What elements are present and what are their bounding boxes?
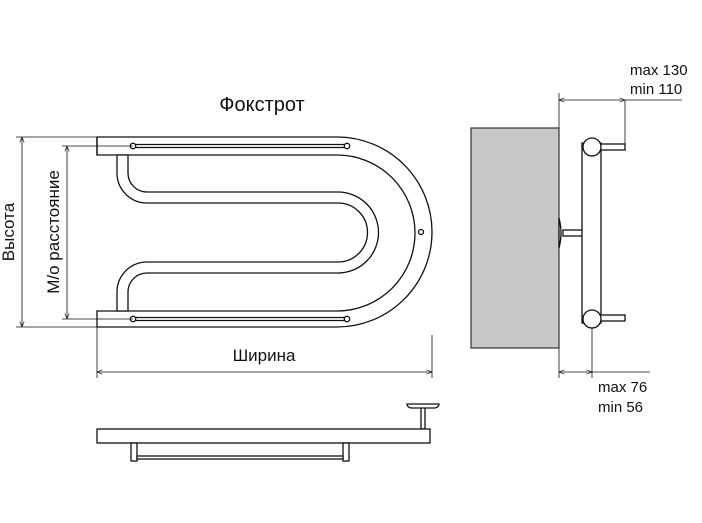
bottom-min-label: min 56 bbox=[598, 399, 643, 416]
center-distance-label: М/о расстояние bbox=[44, 170, 63, 294]
diagram-title: Фокстрот bbox=[219, 94, 304, 116]
height-label: Высота bbox=[0, 202, 18, 261]
flange bbox=[406, 403, 440, 409]
wall-mount bbox=[562, 229, 584, 237]
width-dimension: Ширина bbox=[96, 327, 433, 378]
side-view: max 130 min 110 max 76 min 56 bbox=[470, 62, 688, 416]
front-view bbox=[96, 136, 433, 328]
side-tube bbox=[581, 142, 602, 324]
top-view bbox=[96, 403, 440, 462]
top-view-body bbox=[96, 428, 431, 444]
wall bbox=[470, 127, 560, 349]
outer-u-tube bbox=[96, 136, 433, 328]
top-min-label: min 110 bbox=[630, 81, 682, 98]
bottom-max-label: max 76 bbox=[598, 379, 647, 396]
top-max-label: max 130 bbox=[630, 62, 688, 79]
width-label: Ширина bbox=[233, 346, 296, 365]
center-distance-dimension: М/о расстояние bbox=[44, 145, 133, 320]
inner-s-tube bbox=[116, 154, 380, 312]
height-dimension: Высота bbox=[0, 136, 97, 328]
bolt-hole bbox=[417, 228, 425, 236]
